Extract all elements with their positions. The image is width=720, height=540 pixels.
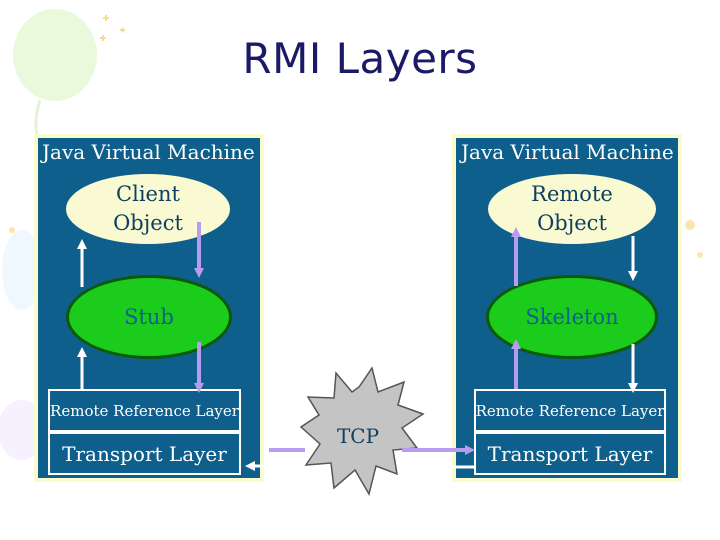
right-remote-reference-layer: Remote Reference Layer (474, 389, 666, 432)
slide-title: RMI Layers (242, 34, 478, 83)
tcp-burst (299, 366, 425, 496)
star-decoration (100, 35, 106, 41)
client-object: Client Object (66, 174, 230, 244)
star-decoration (103, 15, 109, 21)
skeleton: Skeleton (486, 275, 658, 359)
bubble-decoration (2, 230, 42, 310)
left-remote-reference-layer: Remote Reference Layer (48, 389, 241, 432)
left-jvm-title: Java Virtual Machine (42, 140, 255, 164)
tcp-label: TCP (336, 424, 380, 448)
balloon-decoration (13, 9, 97, 101)
dot-decoration (697, 252, 703, 258)
dot-decoration (9, 227, 15, 233)
dot-decoration (685, 220, 695, 230)
right-transport-layer: Transport Layer (474, 432, 666, 475)
right-jvm-title: Java Virtual Machine (461, 140, 674, 164)
star-decoration (120, 27, 125, 33)
stub: Stub (66, 275, 232, 359)
left-transport-layer: Transport Layer (48, 432, 241, 475)
